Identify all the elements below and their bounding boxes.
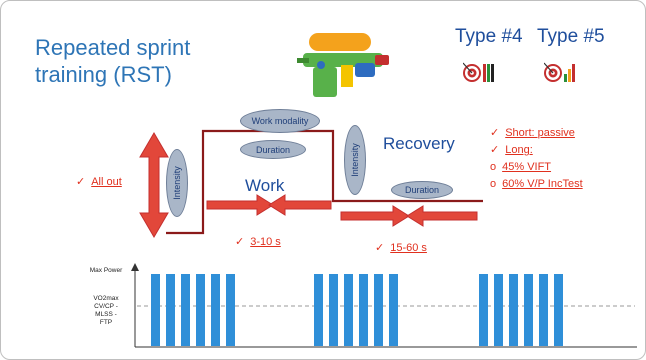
recovery-arrow-left [340,205,410,227]
power-bar [196,274,205,346]
work-recovery-diagram [139,129,483,238]
power-bar [524,274,533,346]
work-arrow-right [268,194,332,216]
power-bar [509,274,518,346]
power-bar [166,274,175,346]
work-duration-bubble: Duration [240,140,306,159]
power-bar [359,274,368,346]
power-bar [494,274,503,346]
power-bar [539,274,548,346]
power-bar [329,274,338,346]
work-modality-bubble: Work modality [240,109,320,133]
target-type5-icon [544,62,575,82]
power-bar [151,274,160,346]
type-4-label: Type #4 [455,26,523,47]
power-bar [211,274,220,346]
work-time-label: ✓3-10 s [235,236,281,248]
slide-title: Repeated sprint training (RST) [35,35,191,87]
power-bar [226,274,235,346]
power-bar [314,274,323,346]
recovery-duration-bubble: Duration [391,181,453,199]
recovery-label: Recovery [383,134,455,153]
work-label: Work [245,176,285,195]
work-arrow-left [206,194,274,216]
recovery-option: ✓Long: [490,144,533,156]
power-bar [389,274,398,346]
all-out-label: ✓All out [76,176,122,188]
recovery-arrow-right [406,205,478,227]
target-type4-icon [463,62,494,82]
recovery-intensity-bubble: Intensity [344,125,366,195]
power-bar [181,274,190,346]
power-bar [479,274,488,346]
y-axis-arrow [131,263,139,271]
type-5-label: Type #5 [537,26,605,47]
power-bar [554,274,563,346]
intensity-double-arrow [139,132,169,238]
work-intensity-bubble: Intensity [166,149,188,217]
water-gun-icon [297,33,389,97]
intensity-profile-line [166,129,483,235]
recovery-time-label: ✓15-60 s [375,242,427,254]
power-bar [374,274,383,346]
y-label-max-power: Max Power [89,267,123,274]
recovery-option: ✓Short: passive [490,127,575,139]
power-bar [344,274,353,346]
y-label-vo2max: VO2max CV/CP - MLSS - FTP [93,295,119,326]
